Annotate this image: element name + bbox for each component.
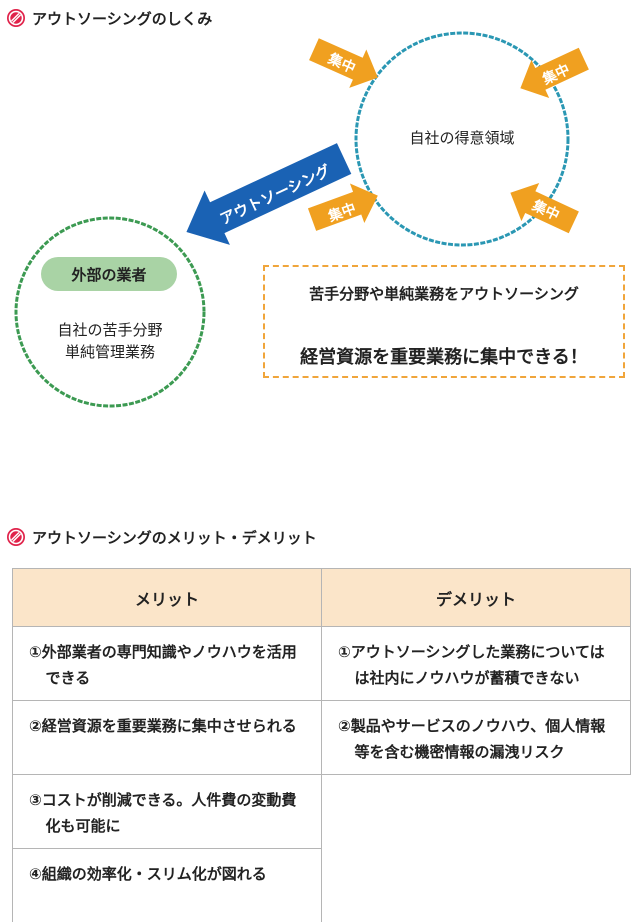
merit-item: ③コストが削減できる。人件費の変動費化も可能に (29, 791, 297, 835)
focus-arrow-top-left (309, 38, 378, 88)
table-row: ②経営資源を重要業務に集中させられる ②製品やサービスのノウハウ、個人情報等を含… (12, 700, 631, 775)
section-title-mechanism: アウトソーシングのしくみ (6, 7, 212, 29)
merit-header: メリット (12, 568, 322, 627)
empty-cell (322, 849, 631, 922)
table-row: ①外部業者の専門知識やノウハウを活用できる ①アウトソーシングした業務については… (12, 626, 631, 701)
circle-bullet-icon (7, 9, 25, 27)
circle-bullet-icon (7, 528, 25, 546)
demerit-item: ①アウトソーシングした業務についてはは社内にノウハウが蓄積できない (338, 643, 605, 687)
demerit-header: デメリット (321, 568, 631, 627)
merit-cell: ④組織の効率化・スリム化が図れる (12, 848, 322, 922)
core-circle-label: 自社の得意領域 (409, 129, 515, 147)
outsourcing-arrow (186, 143, 352, 245)
merit-item: ①外部業者の専門知識やノウハウを活用できる (29, 643, 297, 687)
focus-arrow-bottom-left (307, 183, 378, 231)
merit-item: ④組織の効率化・スリム化が図れる (29, 865, 267, 883)
merit-item: ②経営資源を重要業務に集中させられる (29, 717, 297, 735)
callout-line2: 経営資源を重要業務に集中できる！ (300, 347, 588, 368)
merit-demerit-table: メリット デメリット ①外部業者の専門知識やノウハウを活用できる ①アウトソーシ… (12, 568, 631, 922)
demerit-cell: ①アウトソーシングした業務についてはは社内にノウハウが蓄積できない (321, 626, 631, 701)
table-row: ④組織の効率化・スリム化が図れる (12, 848, 631, 922)
empty-cell (322, 775, 631, 849)
focus-arrow-top-right (520, 47, 589, 98)
focus-arrow-bottom-right (510, 183, 579, 234)
vendor-circle (14, 216, 206, 408)
table-row: ③コストが削減できる。人件費の変動費化も可能に (12, 774, 631, 849)
merit-cell: ①外部業者の専門知識やノウハウを活用できる (12, 626, 322, 701)
vendor-pill-label: 外部の業者 (71, 265, 147, 284)
section-title-merits: アウトソーシングのメリット・デメリット (6, 526, 317, 548)
section-title-text: アウトソーシングのメリット・デメリット (32, 528, 317, 547)
demerit-cell: ②製品やサービスのノウハウ、個人情報等を含む機密情報の漏洩リスク (321, 700, 631, 775)
section-title-text: アウトソーシングのしくみ (32, 9, 213, 28)
callout-line1: 苦手分野や単純業務をアウトソーシング (309, 285, 579, 303)
summary-callout: 苦手分野や単純業務をアウトソーシング 経営資源を重要業務に集中できる！ (263, 265, 625, 378)
merit-cell: ②経営資源を重要業務に集中させられる (12, 700, 322, 775)
vendor-pill: 外部の業者 (41, 257, 177, 291)
table-header-row: メリット デメリット (12, 568, 631, 627)
merit-cell: ③コストが削減できる。人件費の変動費化も可能に (12, 774, 322, 849)
vendor-circle-line1: 自社の苦手分野 (57, 321, 163, 339)
vendor-circle-line2: 単純管理業務 (64, 343, 155, 361)
demerit-item: ②製品やサービスのノウハウ、個人情報等を含む機密情報の漏洩リスク (338, 717, 606, 761)
